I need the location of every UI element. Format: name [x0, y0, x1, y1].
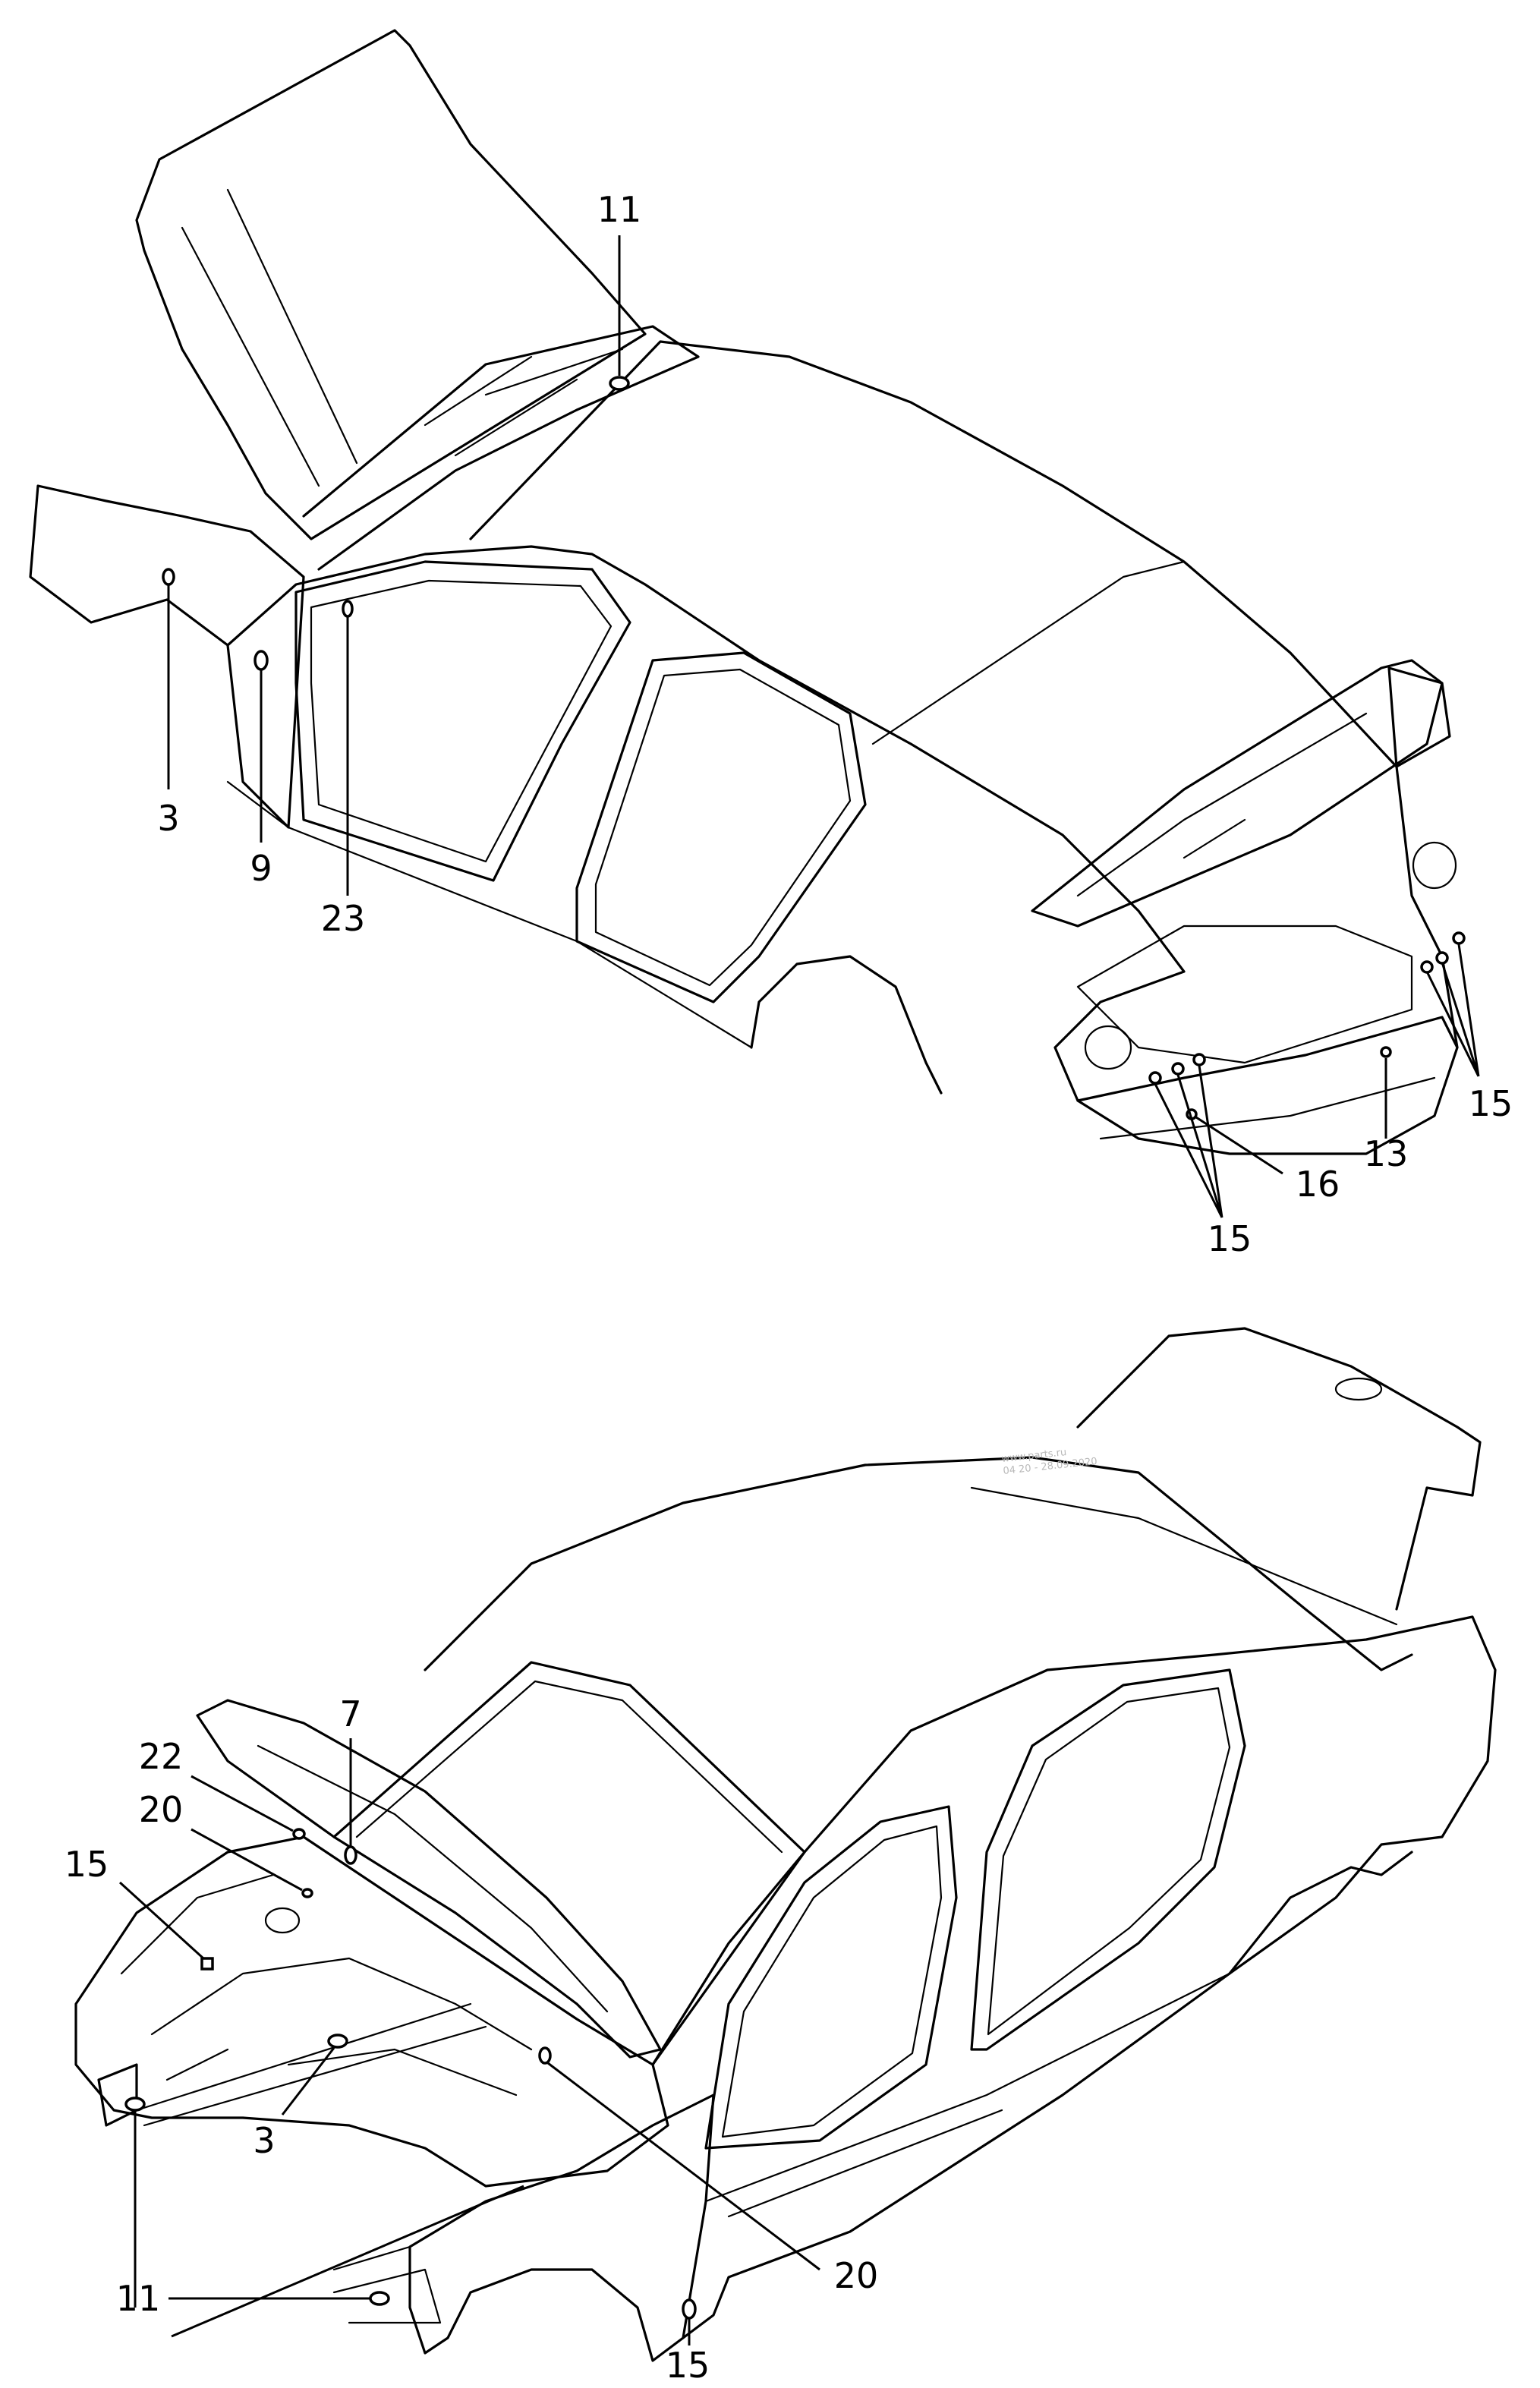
- leader-15-front: [118, 1881, 205, 1960]
- callout-16: 16: [1296, 1164, 1340, 1205]
- left-tail-lamp-opening: [1084, 1025, 1132, 1070]
- grommet-13: [1380, 1046, 1392, 1058]
- callout-11-bottom: 11: [116, 2278, 161, 2319]
- leader-20-lower: [547, 2062, 820, 2271]
- hood-panel-inner-front-view: [257, 1744, 609, 2013]
- leader-15-right: [1425, 944, 1480, 1077]
- cowl-detail: [424, 348, 624, 457]
- callout-22: 22: [139, 1736, 184, 1777]
- callout-23: 23: [321, 898, 366, 939]
- roof-rear-edge: [871, 560, 1186, 745]
- grommet-11-bumper: [124, 2097, 146, 2112]
- trunk-lid-inner: [1076, 712, 1368, 897]
- grommet-7: [344, 1845, 357, 1865]
- grommet-15-left-1: [1148, 1071, 1162, 1085]
- grommet-15-sill: [682, 2298, 697, 2320]
- rear-view-drawing: [29, 29, 1480, 1218]
- cowl-area: [302, 325, 700, 571]
- grommet-3-top: [162, 568, 175, 586]
- trunk-lid-hole: [1334, 1377, 1383, 1401]
- callout-20-upper: 20: [139, 1789, 184, 1830]
- callout-3-top: 3: [157, 798, 179, 839]
- grommet-20-upper: [301, 1888, 313, 1898]
- hood-panel: [135, 29, 647, 540]
- rear-door-opening-front-view: [970, 1668, 1246, 2051]
- callout-13: 13: [1364, 1133, 1409, 1174]
- front-fender: [29, 484, 305, 829]
- trunk-lid-front-view: [1076, 1327, 1482, 1611]
- callout-3-front: 3: [253, 2120, 275, 2161]
- body-side-outline: [226, 545, 1459, 1155]
- grommet-15-right-2: [1435, 951, 1449, 965]
- trunk-lid: [1031, 659, 1444, 928]
- grommet-23: [342, 600, 354, 618]
- leader-22: [191, 1775, 294, 1832]
- grommet-15-left-2: [1171, 1062, 1185, 1076]
- grommet-15-left-3: [1192, 1053, 1206, 1066]
- callout-labels: 11 3 9 23 15 13 16 15 7 22 20 15 3 11 20…: [65, 189, 1513, 2386]
- hood-panel-front-view: [196, 1699, 662, 2059]
- front-view-drawing: www.parts.ru 04 20 - 28.09.2020: [74, 1327, 1497, 2362]
- leader-20-upper: [191, 1828, 303, 1892]
- windscreen-inner: [355, 1680, 783, 1854]
- body-side-front-view: [651, 1615, 1497, 2339]
- leader-16: [1195, 1116, 1283, 1175]
- rear-panel: [1076, 1016, 1459, 1102]
- rear-door-opening-inner: [594, 668, 852, 987]
- grommet-15-right-1: [1420, 960, 1434, 974]
- grommet-3-front: [327, 2034, 348, 2049]
- leader-3-front: [281, 2047, 335, 2115]
- windscreen-frame: [332, 1661, 806, 2066]
- lower-rail: [135, 2002, 487, 2127]
- front-door-opening-inner: [310, 579, 613, 863]
- grommet-15-right-3: [1452, 931, 1466, 945]
- rear-wheel-arch-front-view: [1228, 1851, 1413, 1975]
- callout-15-front: 15: [65, 1844, 109, 1885]
- callout-15-right: 15: [1469, 1083, 1513, 1124]
- front-door-opening-front-view: [704, 1805, 958, 2150]
- front-door-opening-inner-front-view: [721, 1825, 943, 2138]
- front-structure: [74, 1835, 669, 2188]
- callout-15-sill: 15: [666, 2345, 710, 2386]
- rear-door-opening-inner-front-view: [987, 1687, 1231, 2036]
- rear-wheel-arch: [750, 955, 943, 1095]
- strut-tower-top: [264, 1907, 301, 1934]
- side-sill: [226, 780, 753, 1049]
- callout-11-top: 11: [597, 189, 642, 230]
- front-structure-detail: [120, 1873, 533, 2097]
- rear-door-opening: [575, 651, 867, 1003]
- callout-20-lower: 20: [834, 2255, 879, 2296]
- rear-panel-lower: [1099, 1076, 1436, 1140]
- roof-rear-edge-front-view: [970, 1486, 1398, 1626]
- callout-7: 7: [339, 1693, 361, 1734]
- hood-inner-edge: [181, 188, 358, 487]
- roof-outline: [469, 340, 1398, 768]
- leader-11-cross: [171, 2185, 524, 2338]
- front-fender-front-view: [408, 2093, 715, 2362]
- side-sill-front-view: [704, 1972, 1231, 2218]
- callout-9: 9: [250, 848, 272, 889]
- leader-15-left: [1154, 1065, 1223, 1218]
- grommet-20-lower: [538, 2046, 552, 2065]
- front-crossmember: [332, 2245, 442, 2324]
- grommet-15-front: [200, 1957, 214, 1971]
- roof-panel-front-view: [424, 1456, 1413, 1671]
- trunk-floor: [1076, 925, 1413, 1064]
- grommet-22: [292, 1828, 306, 1840]
- grommet-11-lower: [369, 2291, 390, 2306]
- bumper-carrier: [97, 2063, 138, 2127]
- callout-15-left: 15: [1208, 1218, 1252, 1259]
- right-tail-lamp-opening: [1412, 841, 1457, 890]
- grommet-9: [254, 650, 269, 671]
- grommet-11-top: [609, 376, 630, 391]
- front-door-opening: [294, 560, 631, 882]
